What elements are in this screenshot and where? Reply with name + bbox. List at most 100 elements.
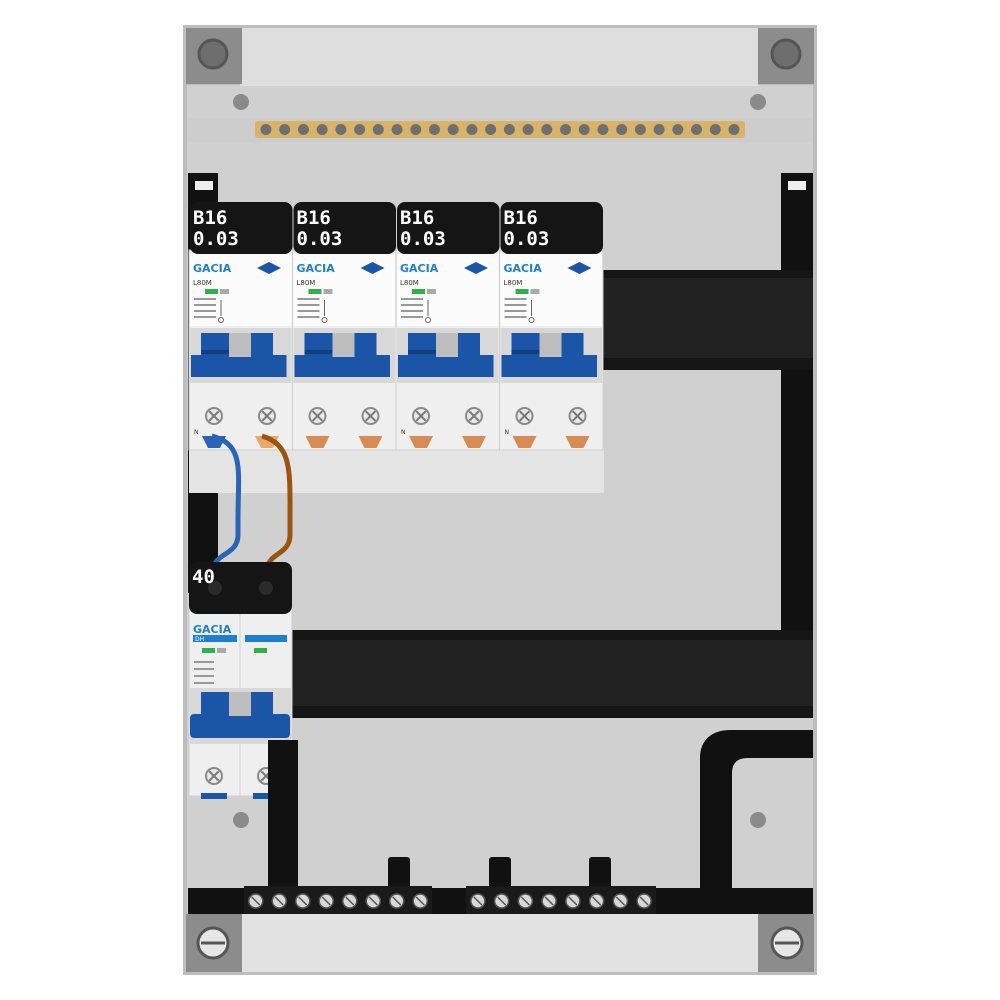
busbar-screw [428,124,440,135]
rcbo-spec-line [401,310,423,312]
main-switch-terminal-screw [205,767,223,785]
rcbo-spec-line [401,298,423,300]
brand-logo-icon [360,262,385,274]
rcbo-toggle-shadow [201,350,229,354]
rcbo-output-lug [305,436,330,448]
rcbo-neutral-mark: N [505,429,510,436]
main-switch-toggle-gap [229,692,251,716]
rcbo-spec-line [297,298,320,300]
terminal-block-screw-slot [274,896,284,906]
terminal-block-screw-slot [615,896,625,906]
main-switch-spec-line [194,668,214,670]
rcbo-rating-cap [293,202,396,254]
brand-logo-icon [464,262,488,274]
rcbo-cert-mark [220,289,229,294]
rcbo-spec-line [194,316,216,318]
busbar-screw [354,124,366,135]
rcbo-model: L80M [297,279,316,287]
rcbo-sensitivity: 0.03 [193,228,239,250]
main-switch-toggle-base [190,714,290,738]
panel-screw [750,94,766,110]
busbar-screw [691,124,703,135]
panel-screw [233,94,249,110]
rcbo-model: L80M [504,279,523,287]
rcbo-sensitivity: 0.03 [504,228,550,250]
terminal-block-screw-slot [520,896,530,906]
terminal-block-screw-slot [415,896,425,906]
rcbo-toggle-right[interactable] [458,333,480,357]
busbar-screw [541,124,553,135]
earth-busbar-terminals [260,124,740,135]
main-switch-toggle-left[interactable] [201,692,229,716]
rcbo-model: L80M [193,279,212,287]
rcbo-rating-cap [397,202,500,254]
rcbo-indicator [515,289,529,294]
rcbo-rating: B16 [400,207,434,229]
rcbo-toggle-gap [229,333,251,357]
rcbo-spec-line [504,298,527,300]
rcbo-rating: B16 [504,207,538,229]
brand-logo-icon [567,262,592,274]
rcbo-toggle-base [294,355,390,377]
busbar-screw [578,124,590,135]
rcbo-indicator [412,289,425,294]
main-switch-indicator [202,648,215,653]
rcbo-spec-line [504,310,527,312]
rcbo-output-lug [462,436,486,448]
rcbo-output-lug [358,436,383,448]
rcbo-terminal-screw [308,407,327,425]
busbar-screw [672,124,684,135]
rcbo-spec-line [504,304,527,306]
rcbo-toggle-right[interactable] [561,333,584,357]
rcbo-rating-cap [500,202,603,254]
rcbo-toggle-shadow [511,350,540,354]
rcbo-brand: GACIA [297,262,336,275]
busbar-screw [728,124,740,135]
busbar-screw [391,124,403,135]
terminal-block-screw-slot [473,896,483,906]
rcbo-terminal-screw [258,407,276,425]
bottom-terminal-blocks [244,886,656,914]
rcbo-cert-mark [530,289,540,294]
rcbo-terminal-screw [412,407,430,425]
rcbo-group: B160.03GACIAL80MNB160.03GACIAL80MB160.03… [188,202,604,451]
main-switch-toggle-right[interactable] [251,692,273,716]
rcbo-brand: GACIA [193,262,232,275]
rcbo-toggle-right[interactable] [354,333,377,357]
terminal-block-screw-slot [639,896,649,906]
rcbo-spec-line [297,316,320,318]
main-switch-spec-line [194,661,214,663]
main-switch-blue-bar [245,635,287,642]
rcbo-toggle-right[interactable] [251,333,273,357]
rcbo-symbol [425,317,431,323]
rcbo-rating: B16 [297,207,331,229]
main-switch-model-bar [193,635,237,642]
rcbo-spec-line [194,310,216,312]
rcbo-neutral-mark: N [401,429,406,436]
bus-post [589,857,611,891]
rail-clip [195,181,213,190]
rcbo-cert-mark [427,289,436,294]
busbar-comb-cover [189,448,604,493]
busbar-screw [260,124,272,135]
rcbo-neutral-mark: N [194,429,199,436]
rcbo-model: L80M [400,279,419,287]
busbar-screw [297,124,309,135]
brand-logo-icon [257,262,281,274]
terminal-block-screw-slot [497,896,507,906]
busbar-screw [560,124,572,135]
busbar-screw [279,124,291,135]
busbar-screw [503,124,515,135]
busbar-screw [653,124,665,135]
rcbo-toggle-gap [436,333,458,357]
main-switch-indicator [254,648,267,653]
terminal-block-screw-slot [368,896,378,906]
rcbo-rating: B16 [193,207,227,229]
rcbo-toggle-gap [332,333,355,357]
